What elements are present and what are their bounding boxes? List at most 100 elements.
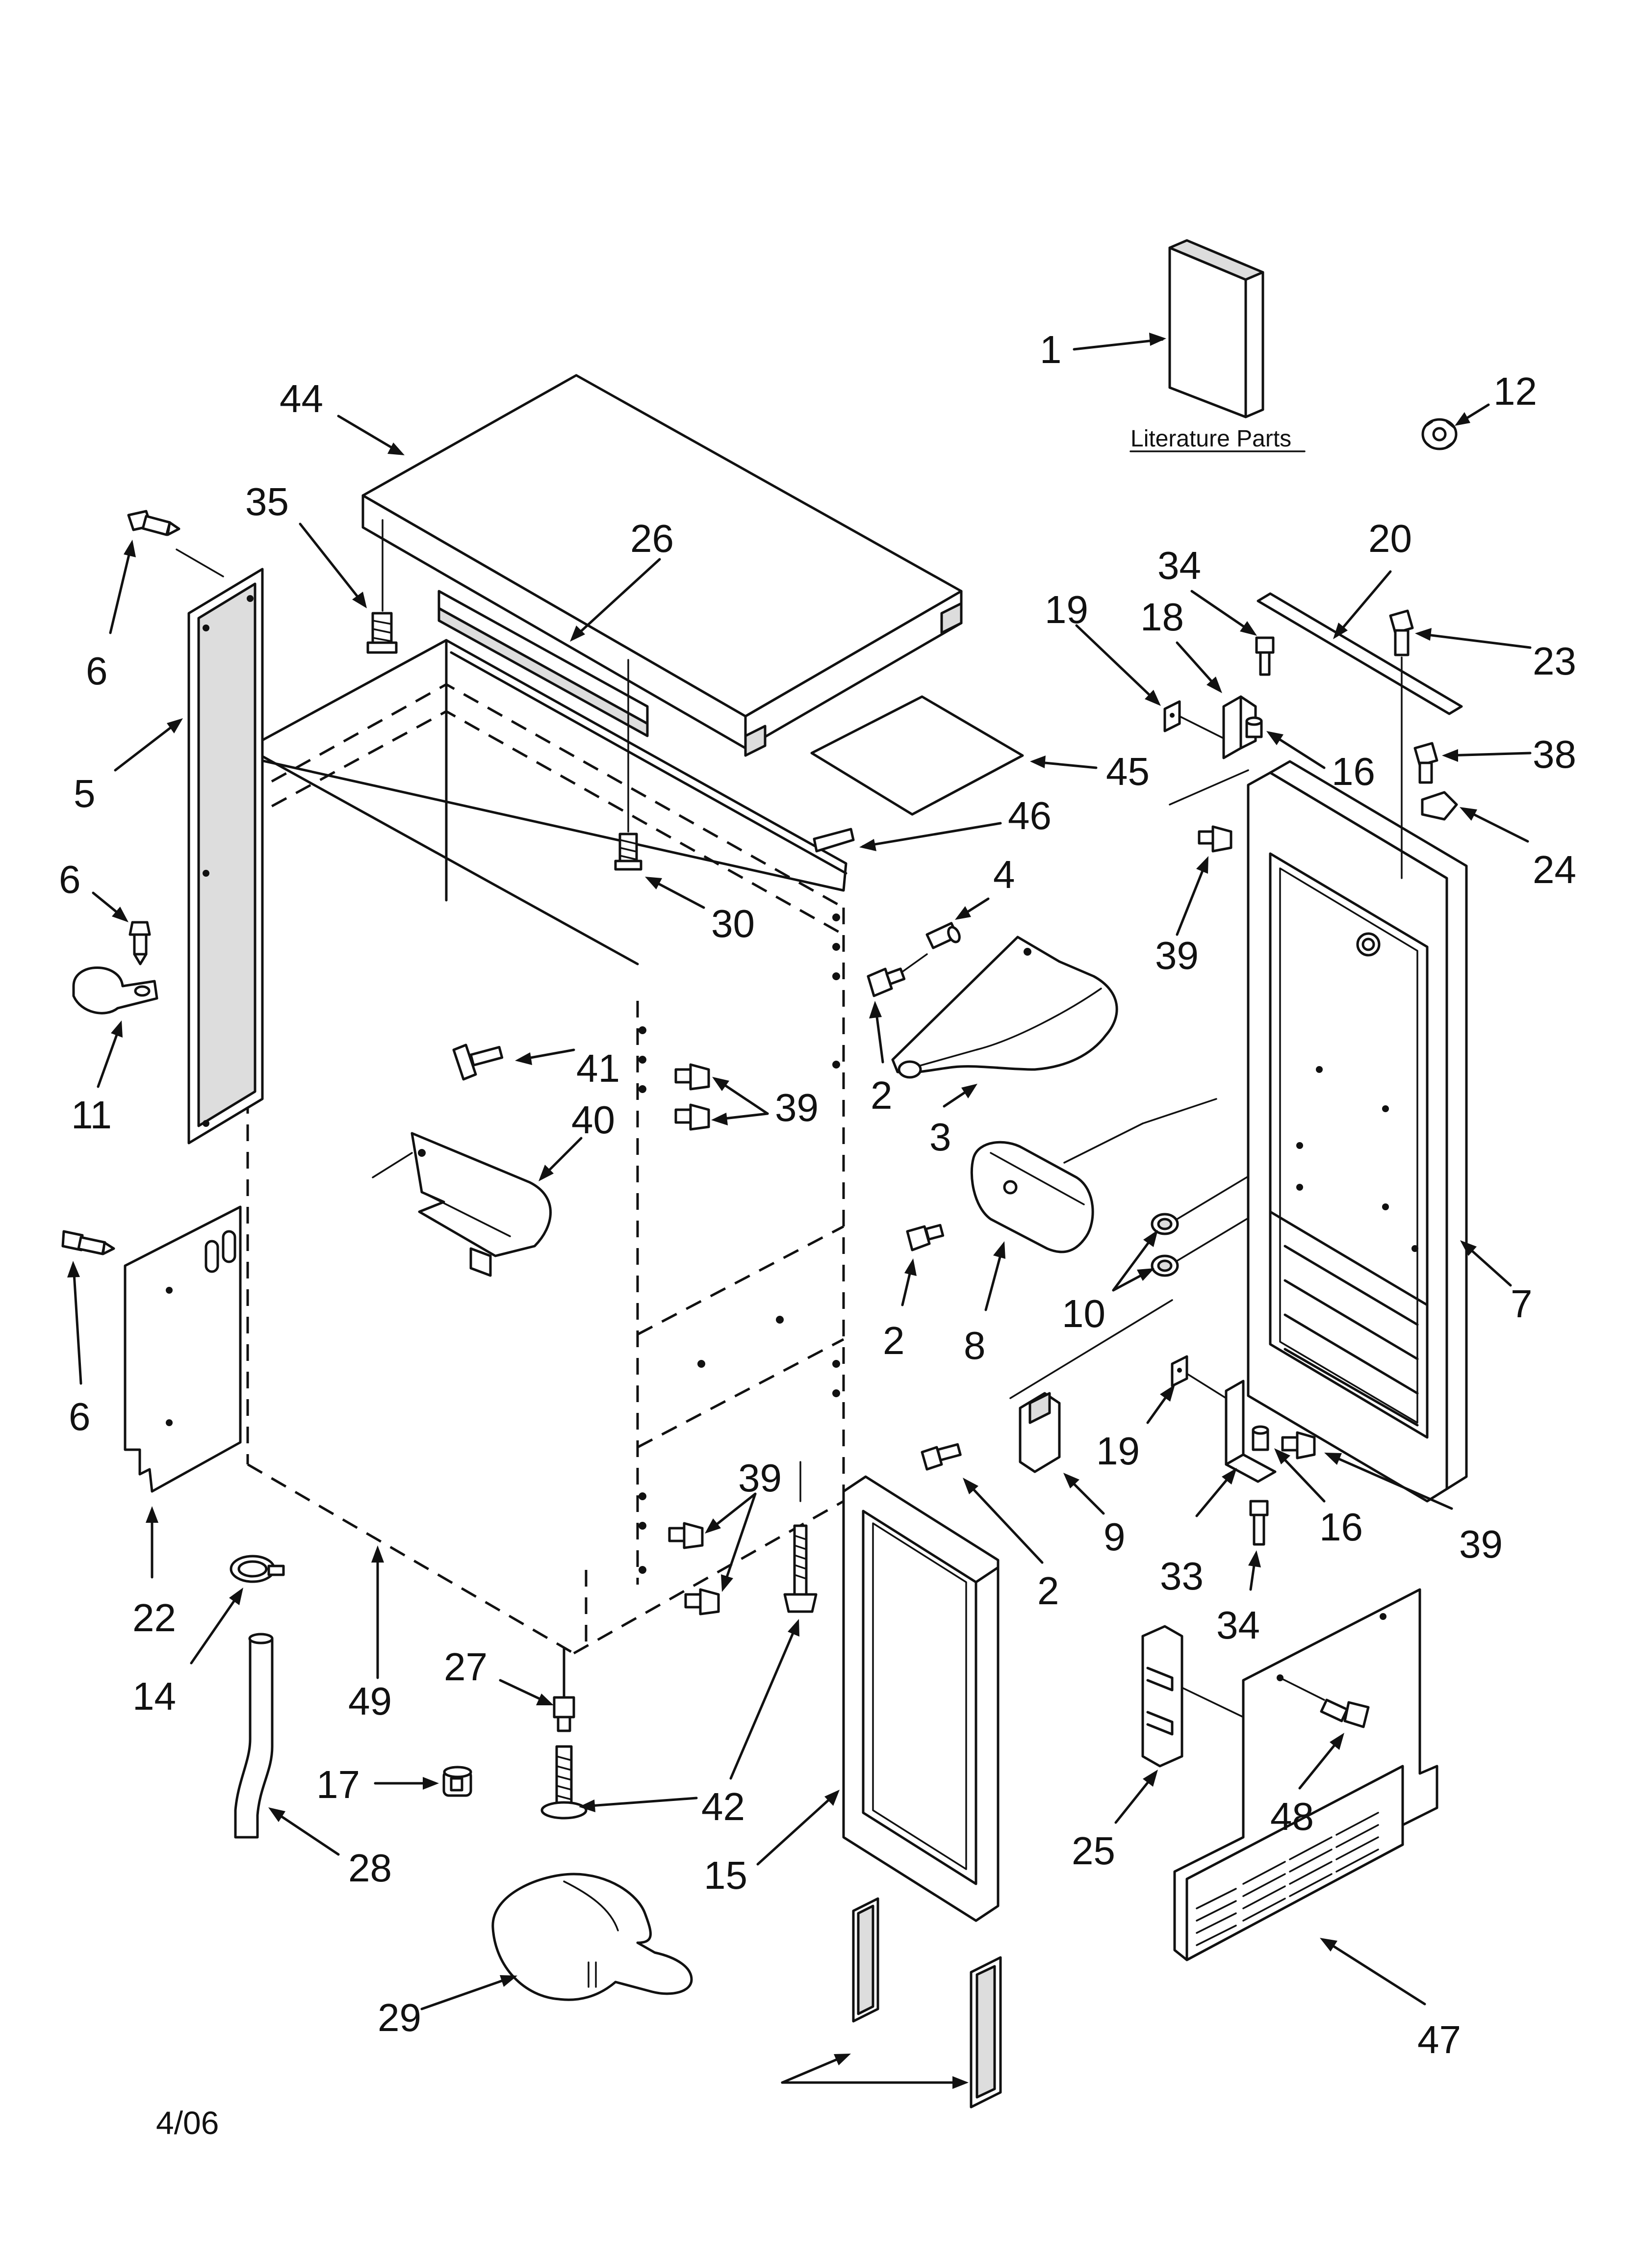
part-7-door [1247, 760, 1468, 1503]
part-16-hinge-pin [1245, 716, 1263, 738]
guide-line [1181, 1687, 1244, 1718]
leader-line [781, 2054, 847, 2084]
part-8-actuator [970, 1141, 1094, 1253]
arrowhead [112, 907, 128, 922]
arrowhead [67, 1261, 80, 1277]
part-19-shim [1163, 700, 1181, 732]
part-3-ice-deflector [891, 936, 1118, 1079]
leader-line [299, 522, 364, 605]
arrowhead [1143, 1230, 1158, 1247]
part-20-hinge-plate [1257, 592, 1463, 715]
callout-16: 16 [1319, 1505, 1363, 1549]
callout-26: 26 [630, 517, 674, 560]
leader-line [1328, 1453, 1453, 1510]
arrowhead [1324, 1453, 1342, 1465]
arrowhead [146, 1506, 158, 1523]
callout-34: 34 [1216, 1603, 1260, 1647]
callout-16: 16 [1332, 750, 1375, 793]
callout-labels: 1 Literature Parts 12 44 35 26 6 5 6 11 … [59, 328, 1576, 2141]
leader-line [1190, 590, 1255, 634]
part-6-screw [128, 921, 151, 965]
arrowhead [1063, 1473, 1079, 1488]
part-40-ice-chute [410, 1132, 552, 1277]
leader-line [965, 1480, 1044, 1564]
part-47-bottom-panel [1173, 1588, 1438, 1961]
part-17-cap [442, 1766, 472, 1797]
part-2-screw [867, 967, 906, 997]
part-23-screw [1389, 609, 1414, 656]
arrowhead [952, 2076, 969, 2089]
part-6-screw [61, 1230, 115, 1255]
part-35-screw [366, 612, 398, 654]
part-48-screw [1320, 1698, 1370, 1728]
part-2-screw [906, 1224, 945, 1251]
part-41-screw [452, 1043, 504, 1081]
arrowhead [1145, 690, 1161, 706]
part-39-screw [1198, 825, 1232, 853]
part-19-shim [1171, 1355, 1188, 1387]
part-39-screw [1281, 1431, 1316, 1460]
arrowhead [1333, 623, 1348, 639]
part-39-screw [674, 1063, 710, 1091]
arrowhead [1137, 1268, 1155, 1281]
part-39-screw [674, 1103, 710, 1131]
leader-line [1418, 632, 1532, 649]
leader-line [97, 1024, 122, 1088]
callout-18: 18 [1140, 595, 1184, 639]
guide-line [1009, 1299, 1173, 1399]
part-11-clip [72, 966, 158, 1015]
part-10-bumper [1151, 1213, 1179, 1235]
leader-line [1112, 1232, 1156, 1292]
part-34-screw [1255, 636, 1275, 676]
arrowhead [1330, 1733, 1344, 1750]
callout-10: 10 [1062, 1292, 1105, 1335]
arrowhead [993, 1241, 1005, 1259]
leader-line [271, 1809, 340, 1856]
callout-46: 46 [1008, 794, 1052, 837]
leader-line [1323, 1939, 1426, 2006]
part-15-door-gasket [842, 1475, 1000, 1922]
part-44-top-cover [361, 374, 963, 757]
arrowhead [1149, 333, 1166, 346]
callout-39: 39 [738, 1456, 782, 1500]
callout-15: 15 [704, 1853, 747, 1897]
part-49-cabinet [246, 639, 847, 1655]
guide-line [176, 548, 224, 577]
callout-29: 29 [378, 1996, 421, 2039]
callout-11: 11 [71, 1093, 112, 1137]
leader-line [1073, 338, 1164, 351]
arrowhead [1240, 621, 1257, 636]
part-22-back-panel [124, 1205, 242, 1493]
part-42-leveling-leg [783, 1461, 818, 1613]
callout-4: 4 [993, 853, 1015, 896]
callout-44: 44 [280, 377, 323, 420]
arrowhead [352, 592, 367, 608]
guide-line [1179, 715, 1225, 739]
arrowhead [387, 443, 405, 455]
callout-8: 8 [964, 1324, 986, 1367]
part-34-screw [1249, 1500, 1269, 1546]
arrowhead [705, 1518, 721, 1534]
callout-6: 6 [69, 1395, 91, 1438]
callout-6: 6 [59, 858, 81, 901]
arrowhead [1460, 1240, 1477, 1256]
callout-3: 3 [929, 1115, 951, 1159]
callout-2: 2 [883, 1319, 905, 1362]
callout-27: 27 [444, 1645, 487, 1689]
callout-9: 9 [1103, 1515, 1126, 1559]
callout-33: 33 [1160, 1554, 1204, 1598]
arrowhead [1274, 1448, 1290, 1464]
part-25-bracket [1141, 1625, 1183, 1768]
callout-24: 24 [1533, 848, 1576, 891]
part-12-grommet [1421, 418, 1458, 450]
callout-45: 45 [1106, 750, 1150, 793]
part-14-clamp [230, 1555, 285, 1583]
callout-42: 42 [701, 1785, 745, 1828]
arrowhead [788, 1619, 799, 1637]
arrowhead [834, 2054, 851, 2065]
callout-25: 25 [1072, 1829, 1115, 1873]
part-27-leveling-foot [553, 1647, 575, 1732]
part-6-screw [127, 510, 180, 536]
leader-line [1075, 624, 1159, 704]
callout-12: 12 [1493, 369, 1537, 413]
